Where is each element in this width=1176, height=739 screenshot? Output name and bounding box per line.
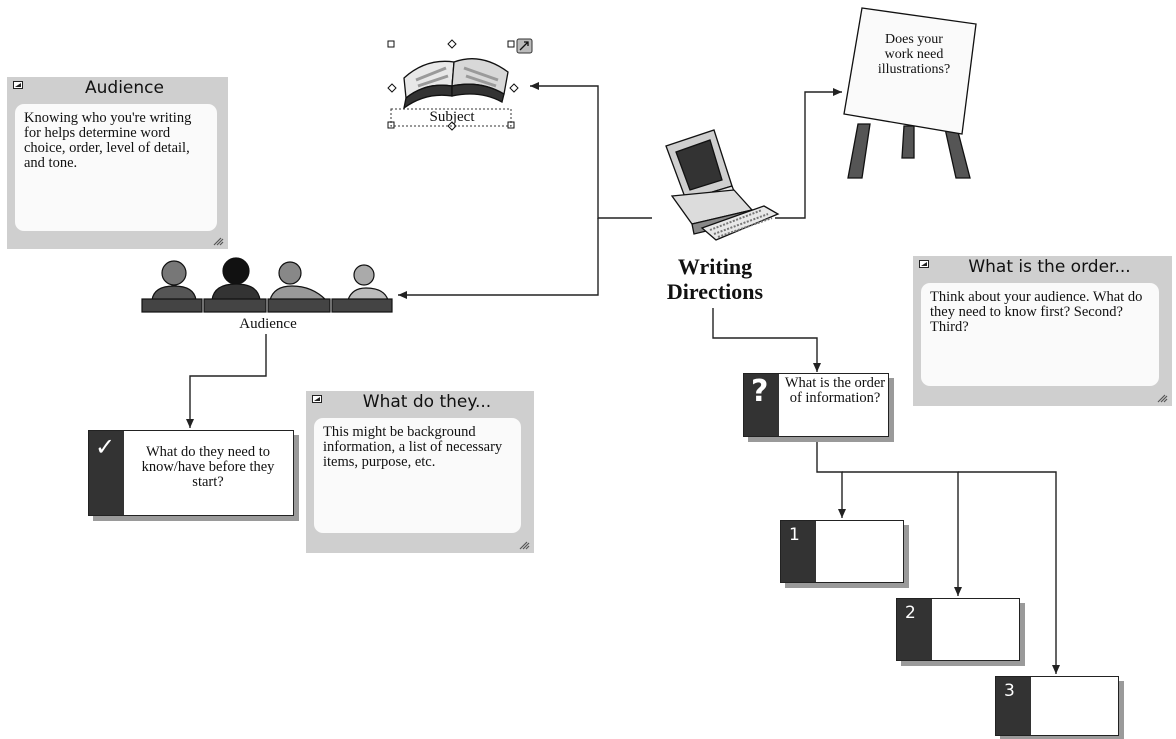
topic-text: What do they need to know/have before th…	[141, 444, 275, 490]
question-icon: ?	[751, 374, 769, 409]
check-icon: ✓	[95, 433, 116, 461]
question-badge: ?	[744, 374, 779, 436]
topic-order-of-information[interactable]: ? What is the order of information?	[743, 373, 889, 437]
audience-topic[interactable]: Audience	[140, 256, 396, 336]
note-title: Audience	[85, 78, 164, 98]
link-audience-to-need	[186, 334, 267, 428]
people-icon	[141, 257, 393, 313]
note-title: What do they...	[362, 392, 492, 412]
subject-topic[interactable]: Subject	[386, 36, 546, 136]
step-number: 1	[789, 525, 800, 545]
link-to-audience	[398, 218, 599, 299]
step-3[interactable]: 3	[995, 676, 1119, 736]
note-body[interactable]: This might be background information, a …	[314, 418, 521, 533]
resize-grip-icon[interactable]	[212, 236, 224, 246]
note-header: Audience	[7, 77, 228, 99]
resize-grip-icon[interactable]	[1156, 393, 1168, 403]
note-collapse-icon[interactable]	[13, 81, 23, 89]
step-2[interactable]: 2	[896, 598, 1020, 661]
topic-text: What is the order of information?	[784, 375, 886, 406]
link-badge-icon	[516, 38, 533, 54]
note-body[interactable]: Knowing who you're writing for helps det…	[15, 104, 217, 231]
note-title: What is the order...	[968, 257, 1131, 277]
check-badge: ✓	[89, 431, 124, 515]
illustration-topic[interactable]: Does your work need illustrations?	[838, 6, 988, 182]
link-to-subject	[530, 82, 652, 219]
computer-icon	[665, 129, 780, 241]
note-collapse-icon[interactable]	[919, 260, 929, 268]
audience-label: Audience	[239, 316, 297, 332]
note-audience[interactable]: Audience Knowing who you're writing for …	[7, 77, 228, 249]
note-body[interactable]: Think about your audience. What do they …	[921, 283, 1159, 386]
topic-what-they-need[interactable]: ✓ What do they need to know/have before …	[88, 430, 294, 516]
resize-grip-icon[interactable]	[518, 540, 530, 550]
step-number-badge: 1	[781, 521, 816, 582]
step-number: 2	[905, 603, 916, 623]
note-collapse-icon[interactable]	[312, 395, 322, 403]
step-number: 3	[1004, 681, 1015, 701]
open-book-icon	[387, 38, 533, 131]
central-topic[interactable]: Writing Directions	[640, 128, 790, 308]
illustration-text: Does your work need illustrations?	[877, 32, 951, 77]
central-topic-title: Writing Directions	[640, 254, 790, 304]
step-number-badge: 2	[897, 599, 932, 660]
note-header: What do they...	[306, 391, 534, 413]
step-number-badge: 3	[996, 677, 1031, 735]
note-header: What is the order...	[913, 256, 1172, 278]
link-to-order	[712, 308, 821, 372]
note-what-do-they[interactable]: What do they... This might be background…	[306, 391, 534, 553]
note-what-is-the-order[interactable]: What is the order... Think about your au…	[913, 256, 1172, 406]
step-1[interactable]: 1	[780, 520, 904, 583]
central-title-line2: Directions	[666, 279, 764, 304]
central-title-line1: Writing	[677, 254, 753, 279]
easel-icon	[843, 7, 977, 179]
link-order-to-step-1	[816, 438, 846, 518]
subject-label: Subject	[429, 109, 475, 125]
